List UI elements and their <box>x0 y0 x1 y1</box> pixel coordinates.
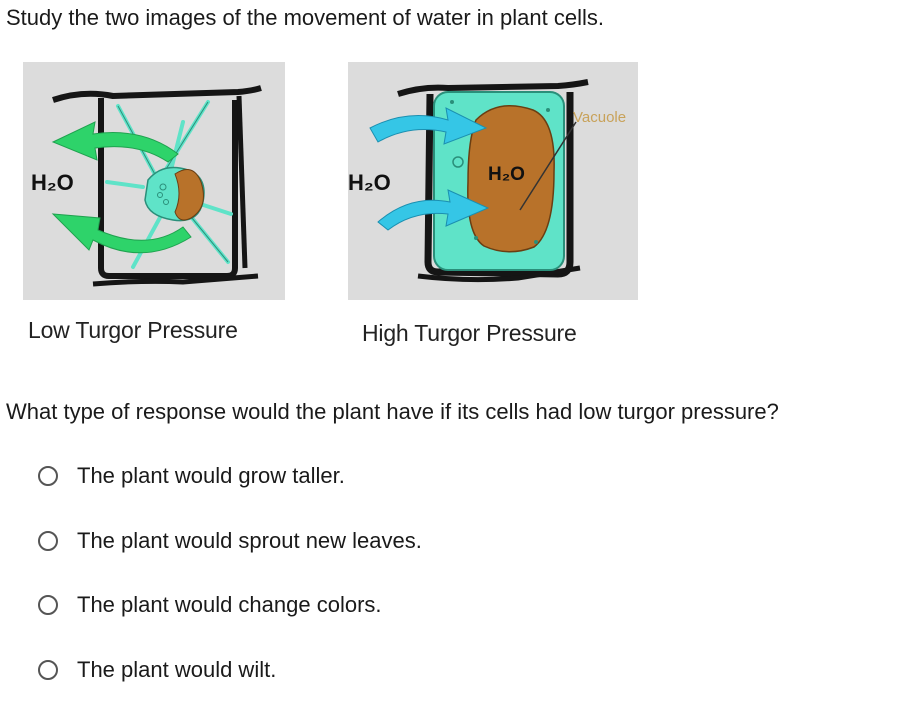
high-turgor-diagram: H₂O H₂O Vacuole <box>348 62 638 300</box>
answer-option[interactable]: The plant would grow taller. <box>38 460 422 492</box>
water-label: H₂O <box>348 170 391 195</box>
vacuole-water-label: H₂O <box>488 164 525 185</box>
answer-option[interactable]: The plant would change colors. <box>38 589 422 621</box>
vacuole-label: Vacuole <box>573 109 626 126</box>
answer-option-label: The plant would wilt. <box>77 656 277 682</box>
answer-option-label: The plant would change colors. <box>77 592 382 617</box>
turgid-cell-illustration: H₂O H₂O Vacuole <box>348 79 626 283</box>
plasmolyzed-cell-illustration: H₂O <box>31 85 262 287</box>
answer-option-label: The plant would grow taller. <box>77 463 345 488</box>
low-turgor-diagram: H₂O <box>23 62 285 300</box>
answer-option[interactable]: The plant would wilt. <box>38 654 422 686</box>
radio-button[interactable] <box>38 466 58 486</box>
radio-button[interactable] <box>38 659 58 680</box>
radio-button[interactable] <box>38 595 58 615</box>
question-text: What type of response would the plant ha… <box>6 399 779 424</box>
answer-option-label: The plant would sprout new leaves. <box>77 527 422 553</box>
low-turgor-caption: Low Turgor Pressure <box>28 317 238 343</box>
radio-button[interactable] <box>38 530 58 551</box>
instructions-text: Study the two images of the movement of … <box>6 5 604 30</box>
answer-options: The plant would grow taller. The plant w… <box>38 460 422 718</box>
high-turgor-caption: High Turgor Pressure <box>362 320 577 346</box>
answer-option[interactable]: The plant would sprout new leaves. <box>38 525 422 557</box>
water-label: H₂O <box>31 170 74 195</box>
